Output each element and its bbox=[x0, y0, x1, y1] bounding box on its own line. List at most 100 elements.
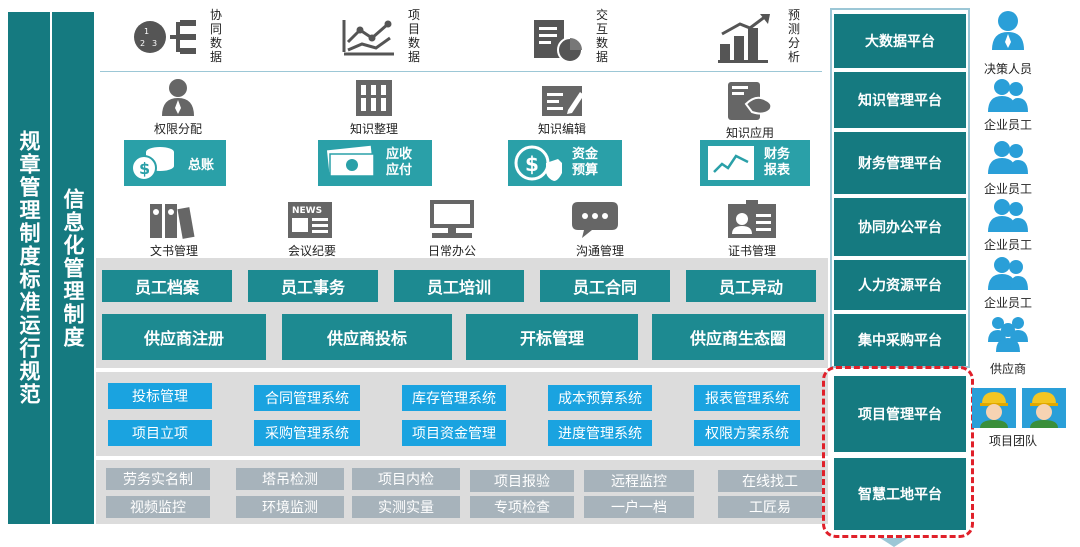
supply-tile-opening[interactable]: 开标管理 bbox=[466, 314, 638, 360]
hand-book-icon bbox=[728, 82, 773, 120]
binders-icon bbox=[150, 204, 195, 239]
office-caption-meeting: 会议纪要 bbox=[287, 244, 336, 258]
receivable-tile[interactable]: 应收应付 bbox=[318, 140, 432, 186]
inner-title: 信息化管理制度 bbox=[61, 187, 85, 349]
office-caption-daily: 日常办公 bbox=[427, 244, 476, 258]
system-tile-bid[interactable]: 投标管理 bbox=[108, 383, 212, 409]
svg-text:2: 2 bbox=[140, 39, 145, 48]
func-caption-apply: 知识应用 bbox=[725, 126, 774, 140]
highlight-dashed-box bbox=[822, 366, 974, 538]
finance-label-receivable: 应收应付 bbox=[386, 147, 413, 178]
system-tile-setup[interactable]: 项目立项 bbox=[108, 420, 212, 446]
site-tile-environment[interactable]: 环境监测 bbox=[236, 496, 344, 518]
id-card-icon bbox=[728, 200, 776, 238]
collab-data-item: 1 2 3 协同数据 bbox=[130, 8, 230, 68]
pie-tree-icon: 1 2 3 bbox=[134, 20, 196, 54]
platform-smart-site[interactable]: 智慧工地平台 bbox=[834, 458, 966, 530]
supplier-user: 供应商 bbox=[968, 314, 1048, 376]
supply-tile-ecosystem[interactable]: 供应商生态圈 bbox=[652, 314, 824, 360]
coins-dollar-icon: $ bbox=[131, 147, 174, 181]
data-row-divider bbox=[100, 71, 822, 72]
office-caption-document: 文书管理 bbox=[149, 244, 198, 258]
people-group-icon bbox=[988, 199, 1028, 232]
site-tile-craftsman[interactable]: 工匠易 bbox=[718, 496, 822, 518]
system-tile-schedule[interactable]: 进度管理系统 bbox=[548, 420, 652, 446]
svg-text:1: 1 bbox=[144, 27, 149, 36]
svg-text:NEWS: NEWS bbox=[292, 206, 322, 216]
finance-label-ledger: 总账 bbox=[188, 157, 215, 173]
platform-finance[interactable]: 财务管理平台 bbox=[834, 132, 966, 194]
knowledge-organize-item: 知识整理 bbox=[336, 78, 412, 138]
document-pie-icon bbox=[534, 20, 583, 63]
finance-label-report: 财务报表 bbox=[764, 147, 791, 178]
left-title-bar: 规章管理制度标准运行规范 bbox=[8, 12, 50, 524]
project-data-item: 项目数据 bbox=[340, 8, 440, 68]
ledger-tile[interactable]: $ 总账 bbox=[124, 140, 226, 186]
supply-tile-register[interactable]: 供应商注册 bbox=[102, 314, 266, 360]
site-tile-find-work[interactable]: 在线找工 bbox=[718, 470, 822, 492]
site-tile-one-file[interactable]: 一户一档 bbox=[584, 496, 694, 518]
hr-tile-contract[interactable]: 员工合同 bbox=[540, 270, 670, 302]
system-tile-contract[interactable]: 合同管理系统 bbox=[254, 385, 360, 411]
user-caption-employee-2: 企业员工 bbox=[983, 182, 1032, 196]
office-caption-communication: 沟通管理 bbox=[575, 244, 624, 258]
platform-collab[interactable]: 协同办公平台 bbox=[834, 198, 966, 256]
site-tile-video[interactable]: 视频监控 bbox=[106, 496, 210, 518]
data-caption-project: 项目数据 bbox=[408, 8, 421, 64]
system-tile-report[interactable]: 报表管理系统 bbox=[694, 385, 800, 411]
site-tile-remote[interactable]: 远程监控 bbox=[584, 470, 694, 492]
svg-text:$: $ bbox=[139, 159, 150, 178]
platform-bigdata[interactable]: 大数据平台 bbox=[834, 14, 966, 68]
user-caption-employee-3: 企业员工 bbox=[983, 238, 1032, 252]
finance-label-budget: 资金预算 bbox=[572, 147, 599, 178]
meeting-minutes-item: NEWS 会议纪要 bbox=[272, 196, 352, 258]
people-group-icon bbox=[988, 257, 1028, 290]
system-tile-purchase[interactable]: 采购管理系统 bbox=[254, 420, 360, 446]
site-tile-special-check[interactable]: 专项检查 bbox=[470, 496, 574, 518]
hr-tile-change[interactable]: 员工异动 bbox=[686, 270, 816, 302]
forecast-item: 预测分析 bbox=[716, 8, 816, 68]
platform-knowledge[interactable]: 知识管理平台 bbox=[834, 72, 966, 128]
project-team-user: 项目团队 bbox=[968, 388, 1078, 452]
certificate-item: 证书管理 bbox=[712, 196, 792, 258]
user-icon bbox=[162, 79, 194, 116]
user-caption-employee-1: 企业员工 bbox=[983, 118, 1032, 132]
bar-growth-icon bbox=[718, 14, 770, 63]
svg-text:$: $ bbox=[525, 152, 539, 176]
left-title: 规章管理制度标准运行规范 bbox=[17, 130, 41, 406]
func-caption-organize: 知识整理 bbox=[349, 122, 398, 136]
worker-avatar-2 bbox=[1022, 388, 1066, 428]
site-tile-realname[interactable]: 劳务实名制 bbox=[106, 468, 210, 490]
data-caption-collab: 协同数据 bbox=[210, 8, 223, 64]
trend-board-icon bbox=[708, 146, 754, 180]
supply-tile-bidding[interactable]: 供应商投标 bbox=[282, 314, 452, 360]
budget-tile[interactable]: $ 资金预算 bbox=[508, 140, 622, 186]
site-tile-internal-check[interactable]: 项目内检 bbox=[352, 468, 460, 490]
svg-text:3: 3 bbox=[152, 39, 157, 48]
system-tile-inventory[interactable]: 库存管理系统 bbox=[402, 385, 506, 411]
newspaper-icon: NEWS bbox=[288, 202, 332, 238]
report-tile[interactable]: 财务报表 bbox=[700, 140, 810, 186]
platform-project[interactable]: 项目管理平台 bbox=[834, 376, 966, 452]
hr-tile-training[interactable]: 员工培训 bbox=[394, 270, 524, 302]
hr-tile-affairs[interactable]: 员工事务 bbox=[248, 270, 378, 302]
system-tile-permission[interactable]: 权限方案系统 bbox=[694, 420, 800, 446]
site-tile-inspection[interactable]: 项目报验 bbox=[470, 470, 574, 492]
interactive-data-item: 交互数据 bbox=[530, 8, 630, 68]
knowledge-edit-item: 知识编辑 bbox=[524, 78, 600, 138]
platform-procurement[interactable]: 集中采购平台 bbox=[834, 314, 966, 366]
system-tile-funds[interactable]: 项目资金管理 bbox=[402, 420, 506, 446]
hardhat-worker-icon bbox=[1030, 392, 1058, 428]
inner-title-bar: 信息化管理制度 bbox=[52, 12, 94, 524]
data-caption-interactive: 交互数据 bbox=[596, 8, 609, 64]
platform-hr[interactable]: 人力资源平台 bbox=[834, 260, 966, 310]
employee-user-3: 企业员工 bbox=[968, 198, 1048, 252]
user-caption-project-team: 项目团队 bbox=[988, 434, 1037, 448]
site-tile-measure[interactable]: 实测实量 bbox=[352, 496, 460, 518]
dollar-shield-icon: $ bbox=[514, 145, 562, 181]
hr-tile-archive[interactable]: 员工档案 bbox=[102, 270, 232, 302]
document-mgmt-item: 文书管理 bbox=[134, 196, 214, 258]
user-caption-decision: 决策人员 bbox=[983, 62, 1032, 76]
site-tile-crane[interactable]: 塔吊检测 bbox=[236, 468, 344, 490]
system-tile-cost[interactable]: 成本预算系统 bbox=[548, 385, 652, 411]
